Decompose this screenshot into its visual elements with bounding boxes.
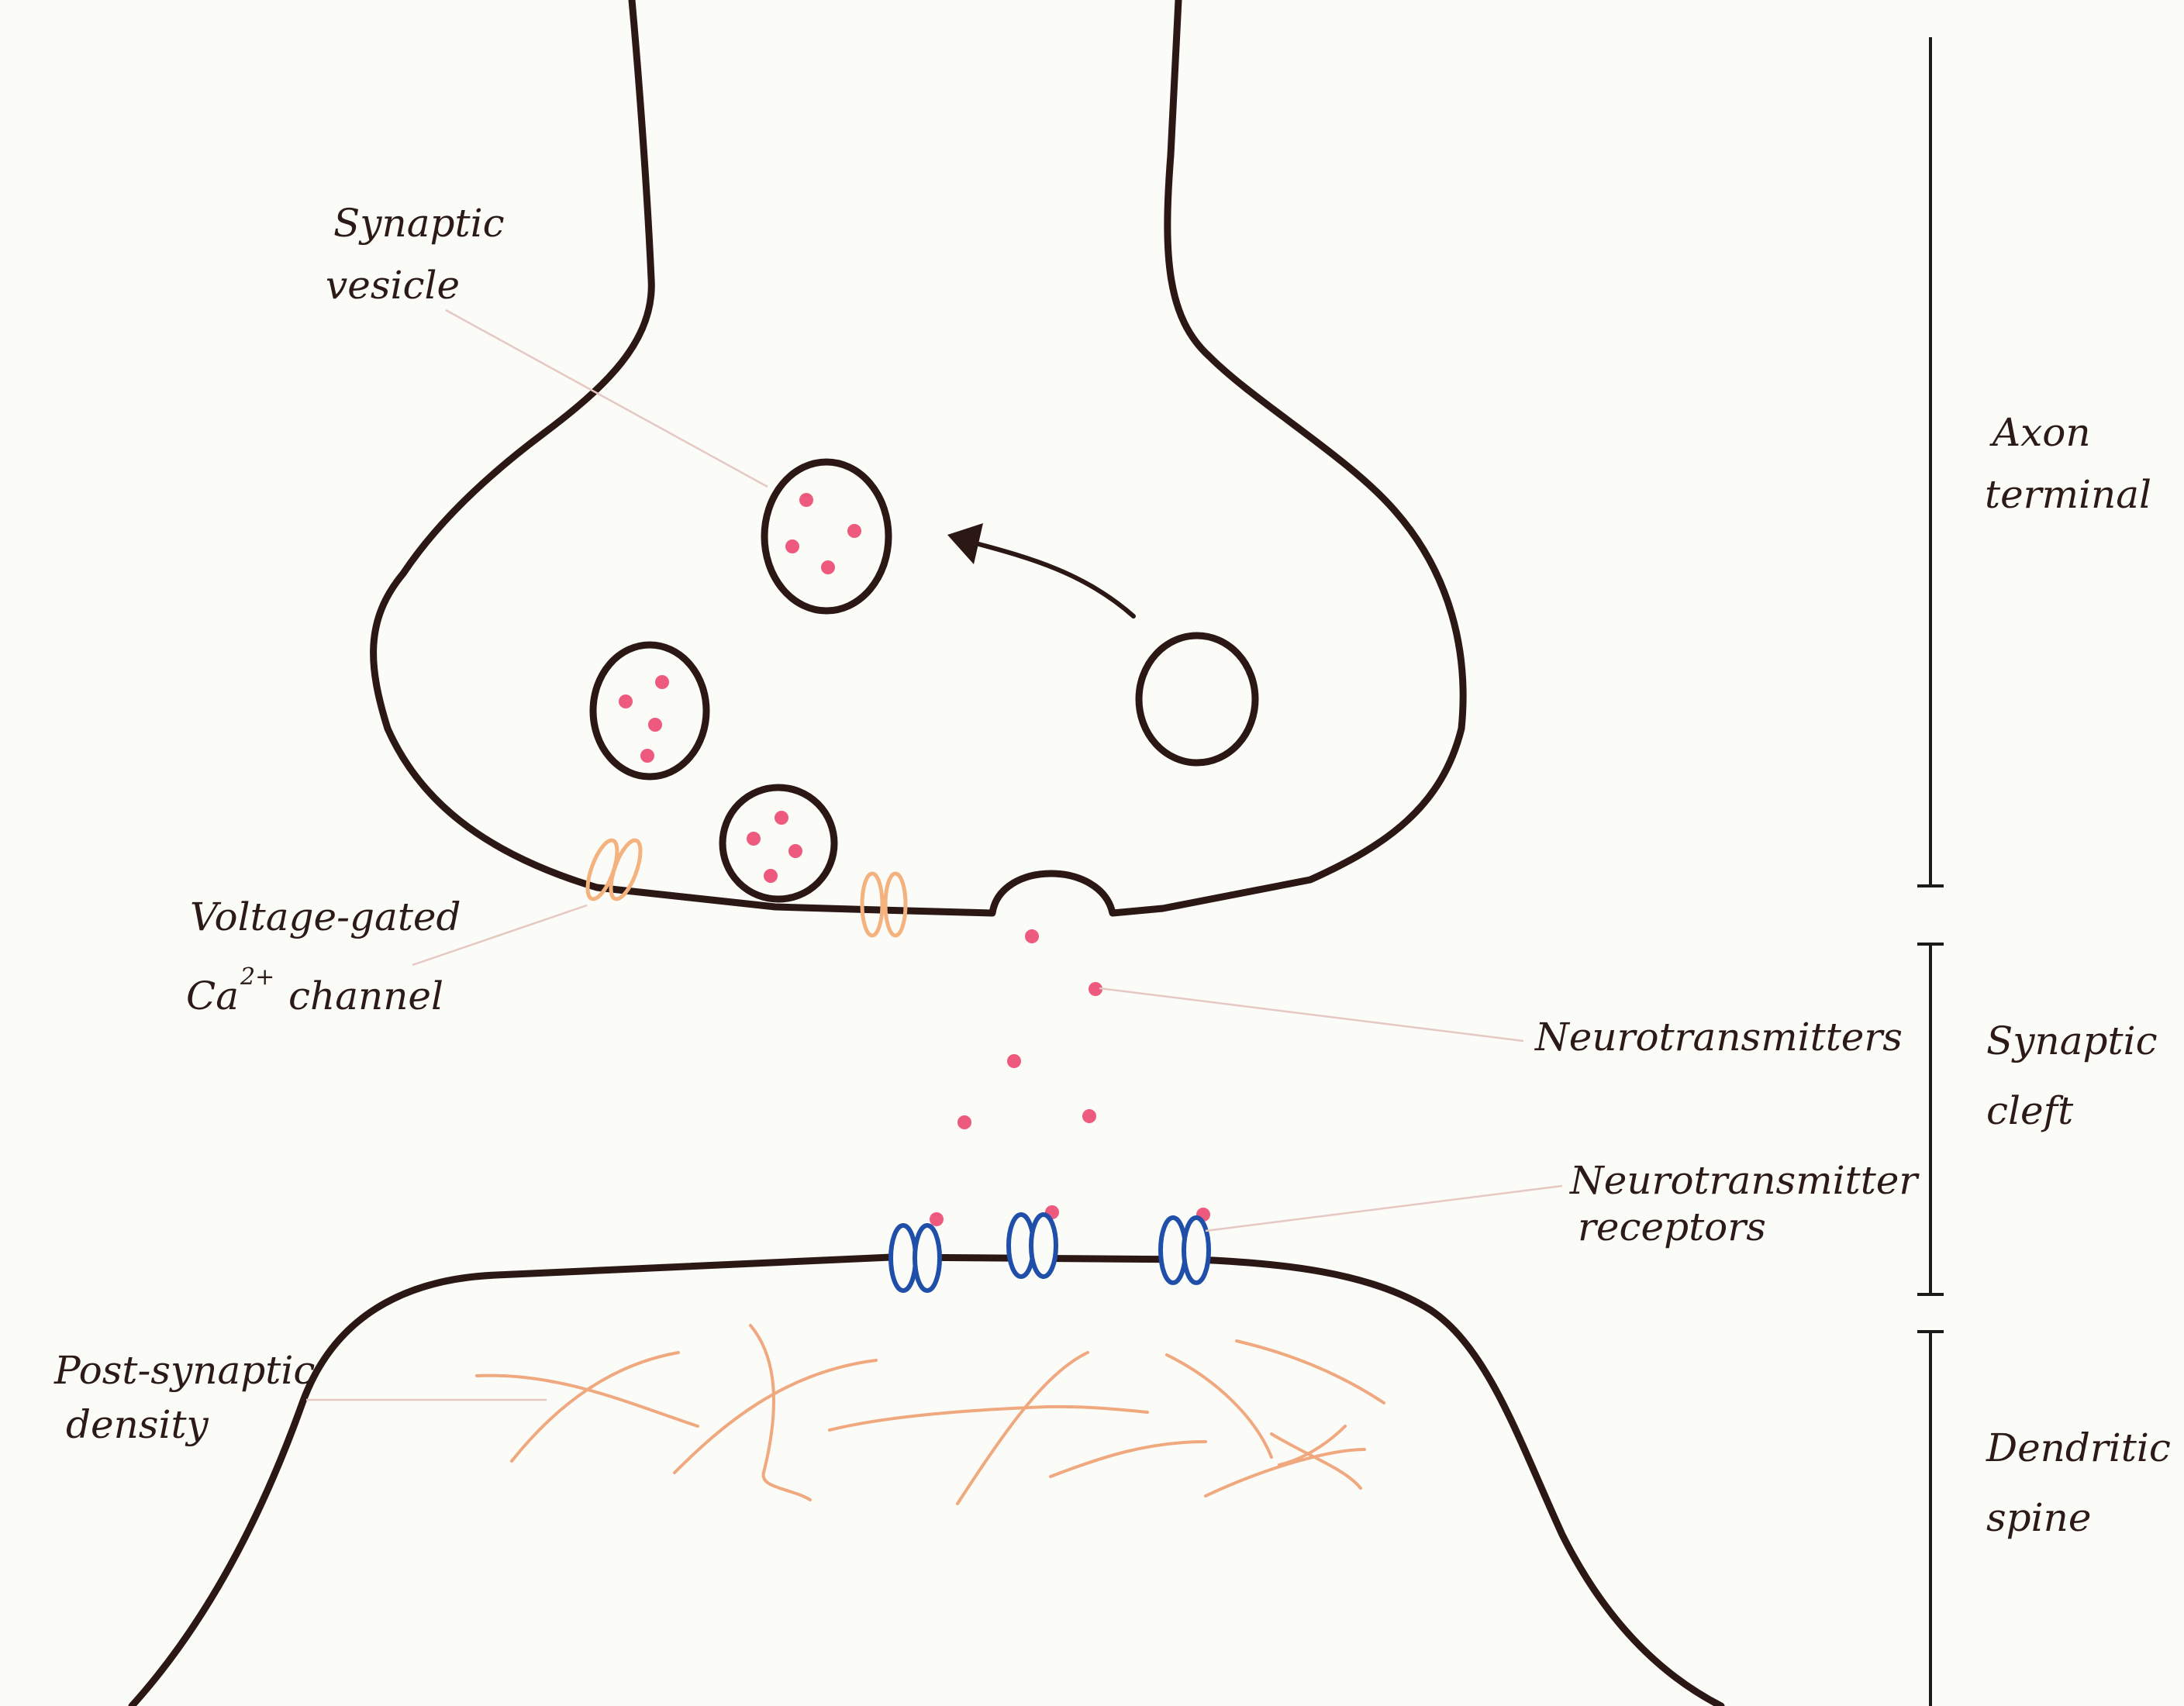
synaptic-vesicle-top (761, 458, 892, 615)
vesicle-recycling-arrow (947, 523, 1136, 619)
label-psd-line2: density (66, 1402, 209, 1447)
label-ca-line: Ca (186, 974, 239, 1018)
dendritic-spine-membrane (128, 1253, 1725, 1706)
leader-vesicle (445, 308, 768, 488)
neurotransmitters (930, 929, 1210, 1226)
synaptic-vesicle-left (589, 641, 710, 781)
label-synaptic-cleft-line2: cleft (1986, 1088, 2074, 1133)
label-synaptic-vesicle: Synaptic vesicle (326, 201, 505, 308)
label-axon-terminal: Axon terminal (1985, 410, 2151, 517)
scale-bar-dendritic-spine (1917, 1330, 1944, 1706)
label-voltage-gated-channel: Voltage-gated Ca 2+ channel (186, 894, 461, 1018)
label-dendritic-spine: Dendritic spine (1986, 1425, 2171, 1540)
label-synaptic-vesicle-line1: Synaptic (333, 201, 505, 246)
leader-lines (306, 308, 1563, 1401)
axon-terminal-membrane (370, 0, 1467, 917)
scale-bar-axon-terminal (1917, 37, 1944, 887)
label-synaptic-cleft-line1: Synaptic (1986, 1018, 2158, 1063)
label-neurotransmitters: Neurotransmitters (1534, 1015, 1903, 1060)
ca-channel-left (585, 838, 643, 901)
label-psd-line1: Post-synaptic (53, 1348, 315, 1393)
label-dendritic-spine-line1: Dendritic (1986, 1425, 2171, 1470)
label-dendritic-spine-line2: spine (1986, 1495, 2091, 1540)
label-ca: Ca (186, 974, 239, 1018)
label-post-synaptic-density: Post-synaptic density (53, 1348, 315, 1447)
label-receptors-line1: Neurotransmitter (1569, 1158, 1920, 1203)
label-neurotransmitter-receptors: Neurotransmitter receptors (1569, 1158, 1920, 1249)
label-ca-superscript: 2+ (240, 963, 274, 991)
nt-receptor-1 (888, 1223, 942, 1293)
scale-bar-synaptic-cleft (1917, 943, 1944, 1296)
ca-channel-right (860, 871, 908, 938)
nt-receptor-3 (1158, 1215, 1211, 1285)
post-synaptic-density-fibers (475, 1324, 1385, 1505)
recycled-empty-vesicle (1135, 632, 1259, 767)
nt-receptor-2 (1006, 1212, 1058, 1279)
label-axon-terminal-line2: terminal (1985, 472, 2151, 517)
label-axon-terminal-line1: Axon (1989, 410, 2091, 455)
leader-receptors (1205, 1184, 1563, 1232)
synaptic-vesicle-docked (719, 784, 838, 903)
leader-neurotransmitters (1099, 987, 1524, 1043)
label-synaptic-vesicle-line2: vesicle (326, 263, 460, 308)
label-channel: channel (288, 974, 443, 1018)
label-receptors-line2: receptors (1578, 1205, 1766, 1249)
leader-ca-channel (412, 904, 588, 967)
label-synaptic-cleft: Synaptic cleft (1986, 1018, 2158, 1133)
label-voltage-gated-line1: Voltage-gated (190, 894, 461, 939)
